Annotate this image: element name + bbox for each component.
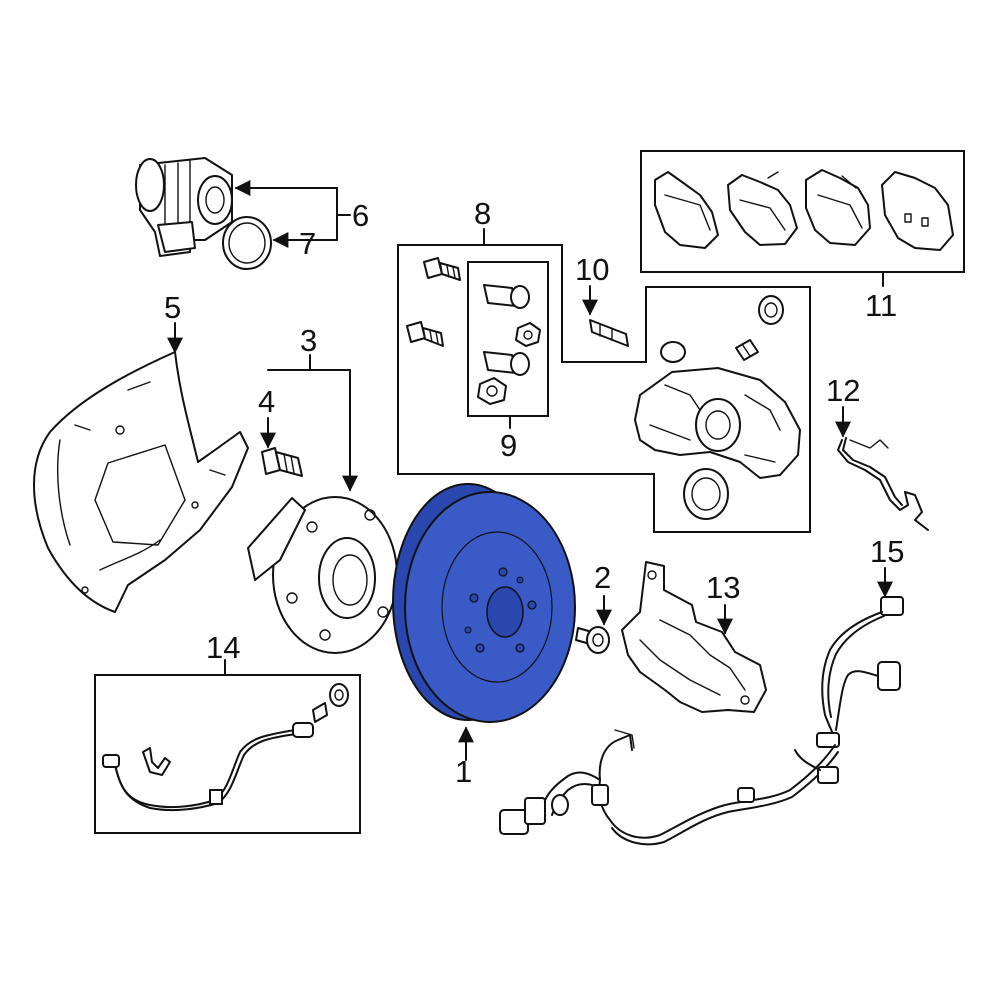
callout-7: 7 xyxy=(299,226,316,261)
callout-14: 14 xyxy=(206,630,240,665)
wheel-stud[interactable] xyxy=(261,447,303,477)
callout-6: 6 xyxy=(352,198,369,233)
callout-9: 9 xyxy=(500,428,517,463)
callout-1: 1 xyxy=(455,754,472,789)
brake-pad-1[interactable] xyxy=(654,171,719,249)
group-14-frame xyxy=(94,674,361,834)
callout-12: 12 xyxy=(826,373,860,408)
rotor-screw[interactable] xyxy=(575,626,610,654)
hub-bearing-assembly[interactable] xyxy=(247,496,398,654)
bleeder-screw[interactable] xyxy=(735,339,759,361)
caliper-mounting-bracket[interactable] xyxy=(621,561,767,713)
callout-5: 5 xyxy=(164,290,181,325)
guide-pin-boot-lower[interactable] xyxy=(483,351,530,376)
piston-seal[interactable] xyxy=(683,468,729,520)
sensor-clip[interactable] xyxy=(142,747,171,776)
callout-6-bracket xyxy=(234,180,351,248)
callout-4: 4 xyxy=(258,384,275,419)
guide-pin-boot-upper[interactable] xyxy=(483,284,530,309)
callout-8: 8 xyxy=(474,196,491,231)
guide-pin[interactable] xyxy=(589,319,629,347)
callout-2: 2 xyxy=(594,560,611,595)
callout-11: 11 xyxy=(865,288,897,323)
brake-pad-3[interactable] xyxy=(805,169,871,246)
sensor-washer[interactable] xyxy=(329,683,349,707)
pad-wear-sensor[interactable] xyxy=(102,702,328,812)
group-8-frame xyxy=(397,244,811,533)
guide-pin-nut-lower[interactable] xyxy=(477,377,507,405)
caliper-bolt-lower[interactable] xyxy=(406,321,444,347)
parking-brake-actuator[interactable] xyxy=(135,157,233,257)
dust-shield[interactable] xyxy=(33,351,249,613)
guide-pin-nut-upper[interactable] xyxy=(515,322,541,347)
brake-caliper[interactable] xyxy=(634,341,801,479)
brake-pad-2[interactable] xyxy=(727,171,798,246)
callout-3-bracket xyxy=(267,354,358,492)
group-11-frame xyxy=(640,150,965,273)
caliper-bolt-upper[interactable] xyxy=(423,257,461,281)
abs-wheel-speed-sensor[interactable] xyxy=(499,596,904,846)
brake-pad-4[interactable] xyxy=(881,171,954,251)
brake-rotor[interactable] xyxy=(392,483,576,723)
callout-13: 13 xyxy=(706,570,740,605)
callout-10: 10 xyxy=(575,252,609,287)
group-9-frame xyxy=(467,261,549,417)
callout-15: 15 xyxy=(870,534,904,569)
bleeder-cap[interactable] xyxy=(758,295,784,325)
o-ring-seal[interactable] xyxy=(222,216,272,270)
pad-spring-clip[interactable] xyxy=(837,437,929,531)
callout-3: 3 xyxy=(300,323,317,358)
